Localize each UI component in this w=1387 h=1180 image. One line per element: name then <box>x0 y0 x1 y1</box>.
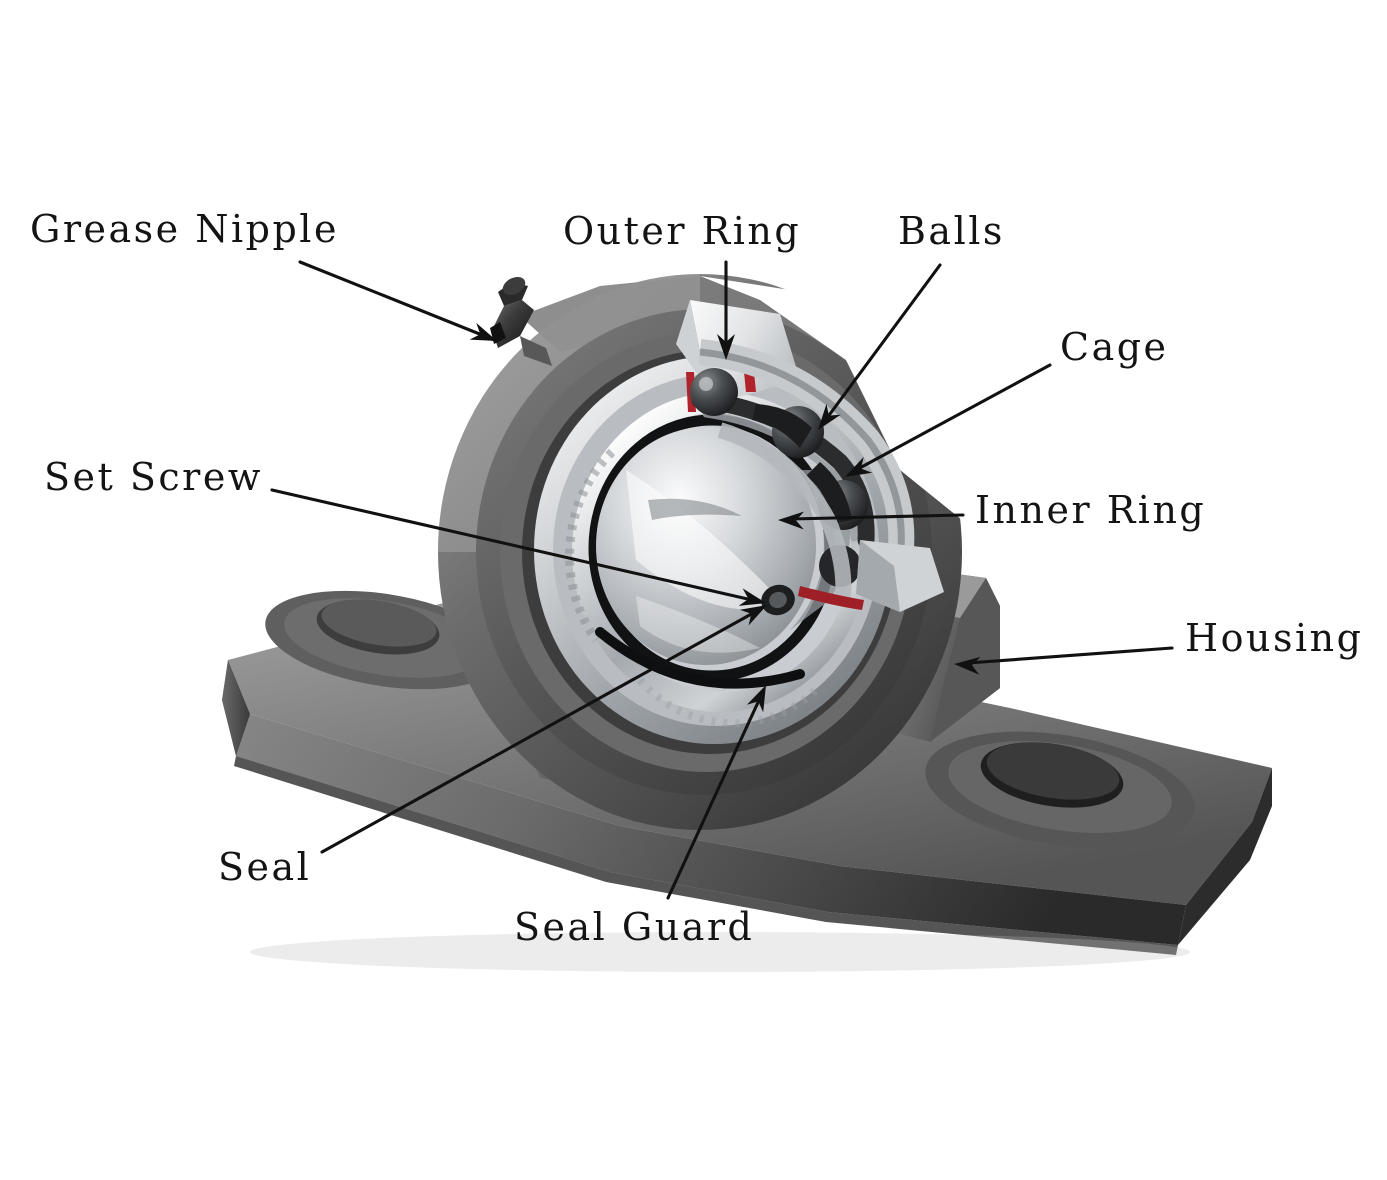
housing-cutaway-void <box>700 276 962 520</box>
leader-line-seal <box>320 610 757 854</box>
set-screw-hex <box>769 591 787 609</box>
right-support-shade <box>930 578 1000 742</box>
leader-line-grease-nipple <box>298 260 499 343</box>
ball-1-highlight <box>699 377 713 391</box>
leader-line-set-screw <box>270 488 754 602</box>
leader-line-inner-ring <box>789 513 965 521</box>
inner-raceway-band <box>717 422 852 608</box>
cage-pocket-1 <box>752 404 812 448</box>
arrowhead-cage <box>845 456 873 477</box>
callout-label-inner-ring: Inner Ring <box>975 488 1207 532</box>
callout-label-set-screw: Set Screw <box>44 455 263 499</box>
seal-guard-ring <box>595 627 805 689</box>
callout-label-housing: Housing <box>1185 616 1364 660</box>
leader-line-balls <box>825 263 942 420</box>
callout-label-grease-nipple: Grease Nipple <box>30 207 339 251</box>
arrowhead-grease-nipple <box>469 322 497 341</box>
arrowhead-housing <box>954 656 981 675</box>
leader-line-seal-guard <box>666 696 762 900</box>
callout-leader-lines <box>270 260 1174 900</box>
arrowhead-seal-guard <box>746 685 766 713</box>
callout-label-seal: Seal <box>218 845 312 889</box>
seal-red-lower <box>798 586 864 610</box>
ball-1 <box>690 368 738 416</box>
base-front-face <box>222 660 1186 945</box>
left-foot-bolt-slot-floor <box>321 599 437 647</box>
seal-guard-edge <box>595 627 805 689</box>
set-screw-group <box>761 584 795 616</box>
grease-nipple-cap <box>502 276 526 296</box>
ground-shadow <box>250 932 1190 972</box>
inner-ring-engraving <box>565 448 616 643</box>
leader-line-housing <box>966 646 1174 665</box>
leader-line-cage <box>854 363 1052 472</box>
arrowhead-inner-ring <box>778 511 805 530</box>
bore-highlight-2 <box>636 596 760 653</box>
arrowhead-set-screw <box>738 588 766 606</box>
arrowhead-balls <box>818 403 841 430</box>
inner-ring-collar-cut-shade <box>856 540 900 612</box>
right-foot-bolt-slot-floor <box>986 742 1120 800</box>
pillow-block-bearing-artwork <box>222 274 1272 972</box>
callout-label-outer-ring: Outer Ring <box>563 209 802 253</box>
cutaway-internals <box>676 300 944 612</box>
bore-shadow-1 <box>648 498 742 520</box>
base-left-end <box>222 660 250 756</box>
arrowhead-outer-ring <box>717 334 735 360</box>
arrowhead-seal <box>739 605 767 626</box>
callout-label-cage: Cage <box>1060 325 1169 369</box>
callout-label-seal-guard: Seal Guard <box>514 905 755 949</box>
grease-nipple-boss <box>520 336 552 366</box>
base-right-end <box>1178 768 1272 945</box>
cage-pocket-2 <box>806 462 852 524</box>
callout-label-balls: Balls <box>898 209 1005 253</box>
housing-left-highlight <box>438 274 700 552</box>
outer-ring-cut-face-shade <box>676 300 742 400</box>
